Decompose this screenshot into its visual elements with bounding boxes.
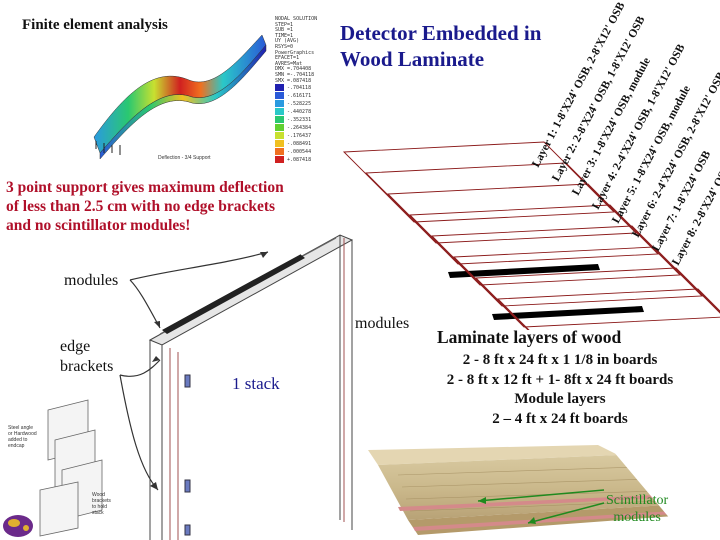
fea-legend-header-line: PowerGraphics — [275, 49, 315, 56]
module-layer-bar — [492, 306, 644, 320]
scintillator-photo — [368, 445, 720, 540]
fea-legend-header-line: DMX =.704408 — [275, 66, 312, 73]
edge-bracket-blocks — [184, 374, 191, 536]
beam-side-surface — [99, 44, 267, 160]
bracket-note-1: Steel angle or Hardwood added to endcap — [8, 425, 37, 449]
support-note-line2: of less than 2.5 cm with no edge bracket… — [6, 198, 276, 215]
detector-title-line2: Wood Laminate — [340, 47, 485, 71]
one-stack-label: 1 stack — [232, 374, 280, 393]
laminate-layer-sheet — [452, 246, 720, 328]
layer-stack — [342, 141, 720, 330]
detector-title: Detector Embedded in Wood Laminate — [340, 20, 541, 72]
fea-legend-swatch — [275, 100, 284, 107]
label-arrows — [119, 251, 269, 491]
fea-legend-header-line: SMX =.087418 — [275, 77, 312, 84]
scintillator-label: Scintillator modules — [606, 492, 668, 526]
support-note-line3: and no scintillator modules! — [6, 217, 191, 234]
fea-legend-header-line: EFACET=1 — [275, 55, 300, 62]
fea-legend-swatch — [275, 124, 284, 131]
bracket-note-2-line1: Wood — [92, 492, 105, 498]
laminate-line1: 2 - 8 ft x 24 ft x 1 1/8 in boards — [462, 352, 658, 368]
bracket-note-2: Wood brackets to hold stack — [92, 492, 111, 516]
edge-brackets-label: edge brackets — [60, 337, 113, 377]
fea-legend-value: -.704118 — [287, 85, 312, 91]
fea-legend-header-line: RSYS=0 — [275, 44, 294, 50]
fea-legend-value: -.000544 — [287, 149, 312, 155]
bracket-sketch — [39, 399, 103, 537]
laminate-layer-sheet — [408, 204, 682, 286]
bracket-note-1-line2: or Hardwood — [8, 431, 37, 437]
stack-drawing — [39, 234, 354, 540]
scintillator-strip-1 — [398, 495, 660, 511]
fea-legend-header-line: STEP=1 — [275, 21, 294, 28]
laminate-layer-sheet — [364, 162, 638, 244]
fea-legend-swatch — [275, 108, 284, 115]
modules-label-right: modules — [355, 315, 410, 332]
fea-legend-value: -.176437 — [287, 133, 312, 139]
fea-legend-header-line: AVRES=Mat — [275, 60, 303, 67]
scintillator-label-line2: modules — [613, 510, 661, 525]
fea-legend-value: -.440278 — [287, 109, 312, 115]
edge-brackets-label-line2: brackets — [60, 358, 114, 375]
support-pins — [95, 141, 121, 155]
fea-legend-swatch — [275, 84, 284, 91]
scintillator-label-line1: Scintillator — [606, 493, 669, 508]
scintillator-strip-2 — [413, 511, 675, 531]
fea-legend-header-line: NODAL SOLUTION — [275, 16, 318, 22]
laminate-layer-sheet — [430, 225, 704, 307]
laminate-line2: 2 - 8 ft x 12 ft + 1- 8ft x 24 ft boards — [446, 371, 674, 388]
laminate-line4: 2 – 4 ft x 24 ft boards — [492, 410, 628, 427]
laminate-layer-sheet — [496, 288, 720, 330]
bracket-note-1-line3: added to — [8, 437, 28, 443]
laminate-layer-sheet — [386, 183, 660, 265]
fea-legend-swatch — [275, 116, 284, 123]
fea-legend-swatch — [275, 148, 284, 155]
fea-legend-header-line: SMN =-.704118 — [275, 72, 315, 78]
edge-brackets-label-line1: edge — [60, 338, 91, 355]
scint-arrows — [477, 489, 605, 524]
fea-caption: Deflection - 3/4 Support — [158, 155, 211, 161]
fea-legend-value: -.264384 — [287, 125, 312, 131]
modules-label-left: modules — [64, 272, 119, 289]
fea-title: Finite element analysis — [22, 17, 168, 33]
fea-legend-header-line: TIME=1 — [275, 32, 294, 39]
bracket-note-1-line1: Steel angle — [8, 425, 34, 431]
fea-beam-plot — [93, 34, 267, 160]
fea-legend-swatch — [275, 132, 284, 139]
laminate-specs: 2 - 8 ft x 24 ft x 1 1/8 in boards 2 - 8… — [420, 351, 700, 429]
fea-legend-value: -.616171 — [287, 93, 312, 99]
bracket-note-2-line3: to hold — [92, 504, 108, 510]
module-layer-bar — [448, 264, 600, 278]
fea-legend-swatch — [275, 92, 284, 99]
layer-labels: Layer 1: 1-8'X24' OSB, 2-8'X12' OSBLayer… — [530, 0, 720, 267]
fea-legend-value: -.088491 — [287, 141, 312, 147]
laminate-layer-sheet — [474, 267, 720, 330]
bracket-note-2-line2: brackets — [92, 498, 111, 504]
fea-legend-value: -.352331 — [287, 117, 312, 123]
support-note-line1: 3 point support gives maximum deflection — [6, 179, 284, 196]
fea-legend-value: -.528225 — [287, 101, 312, 107]
laminate-layer-sheet — [342, 141, 616, 223]
support-note: 3 point support gives maximum deflection… — [6, 178, 284, 235]
fea-legend-swatch — [275, 140, 284, 147]
fea-legend-swatch — [275, 156, 284, 163]
fea-legend-header-line: UY (AVG) — [275, 38, 300, 45]
bracket-note-1-line4: endcap — [8, 443, 25, 449]
fea-legend-value: +.087418 — [287, 157, 312, 163]
bracket-note-2-line4: stack — [92, 510, 104, 516]
laminate-heading: Laminate layers of wood — [437, 327, 622, 347]
module-bar — [162, 254, 305, 334]
laminate-diagram: Layer 1: 1-8'X24' OSB, 2-8'X12' OSBLayer… — [342, 0, 720, 330]
institution-logo-icon — [3, 515, 33, 537]
fea-legend-header-line: SUB =1 — [275, 27, 294, 34]
detector-title-line1: Detector Embedded in — [340, 21, 542, 45]
laminate-line3: Module layers — [514, 391, 606, 407]
